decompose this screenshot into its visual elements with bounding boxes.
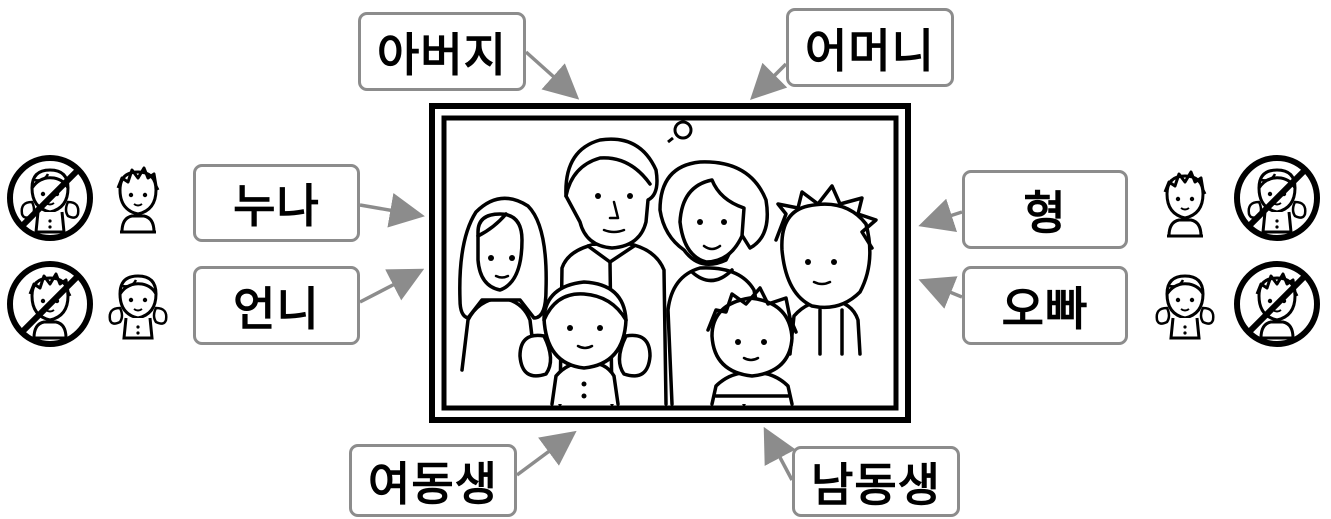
icon-group-left-top	[10, 158, 160, 238]
boy-icon	[1163, 170, 1207, 238]
icon-group-left-bottom	[10, 264, 168, 344]
label-mother-text: 어머니	[805, 23, 935, 78]
label-yeodongsaeng-text: 여동생	[368, 456, 498, 511]
label-oppa-text: 오빠	[1001, 281, 1089, 336]
younger-sister-figure	[518, 280, 652, 406]
photo-frame	[429, 103, 911, 423]
older-sister-figure	[458, 196, 548, 372]
older-brother-figure	[774, 184, 878, 356]
younger-brother-figure	[706, 286, 798, 406]
label-eonni: 언니	[193, 266, 360, 345]
label-father-text: 아버지	[377, 27, 507, 82]
girl-icon	[108, 274, 168, 340]
label-father: 아버지	[358, 12, 526, 91]
label-oppa: 오빠	[962, 266, 1128, 345]
arrows	[359, 50, 963, 481]
label-yeodongsaeng: 여동생	[349, 444, 517, 517]
girl-icon	[1155, 274, 1215, 340]
girl-prohibited-icon	[1237, 158, 1317, 238]
label-nuna-text: 누나	[233, 179, 320, 233]
label-mother: 어머니	[786, 8, 954, 87]
boy-prohibited-icon	[1237, 264, 1317, 344]
label-hyeong: 형	[962, 170, 1128, 249]
label-namdongsaeng: 남동생	[792, 446, 960, 517]
arrow-nuna	[359, 192, 425, 228]
label-namdongsaeng-text: 남동생	[811, 457, 941, 512]
arrow-hyeong	[918, 198, 963, 233]
arrow-yeodongsaeng	[515, 430, 577, 477]
nail-icon	[673, 120, 693, 140]
arrow-oppa	[918, 276, 963, 309]
icon-group-right-bottom	[1155, 264, 1317, 344]
arrow-eonni	[359, 268, 425, 304]
arrow-father	[524, 50, 580, 100]
icon-group-right-top	[1163, 158, 1317, 238]
label-nuna: 누나	[193, 164, 360, 242]
boy-icon	[116, 166, 160, 234]
family-illustration	[458, 137, 878, 406]
arrow-mother	[750, 62, 788, 100]
arrow-namdongsaeng	[763, 426, 796, 481]
boy-prohibited-icon	[10, 264, 90, 344]
girl-prohibited-icon	[10, 158, 90, 238]
label-hyeong-text: 형	[1023, 185, 1067, 240]
label-eonni-text: 언니	[233, 281, 320, 336]
